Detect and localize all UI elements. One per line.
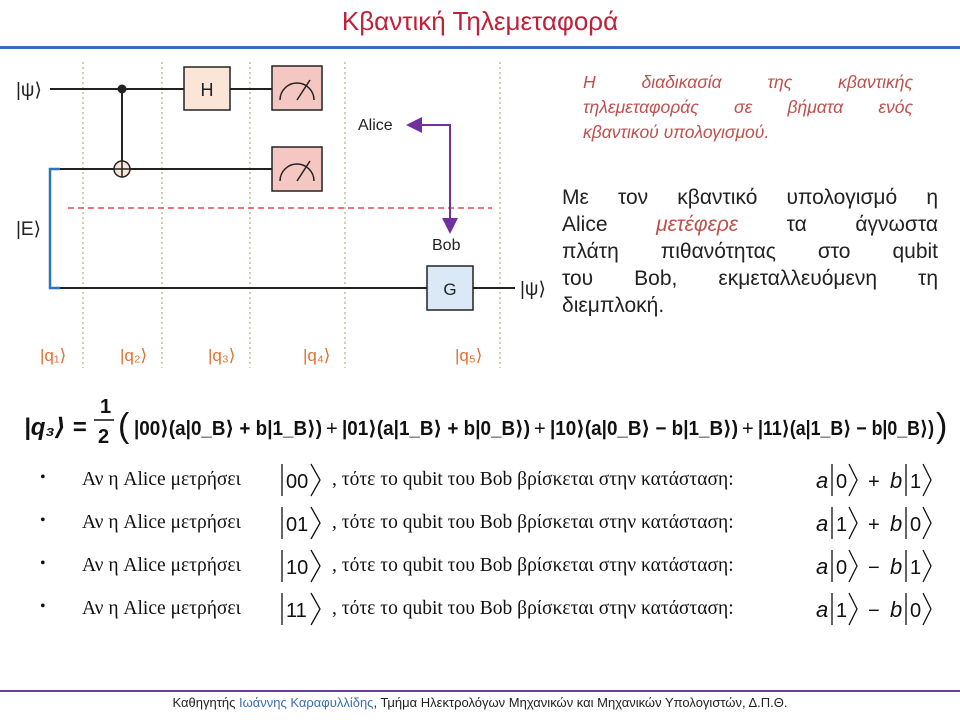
caption-line: Η διαδικασία της κβαντικής xyxy=(583,72,913,92)
psi-input-label: |ψ⟩ xyxy=(16,80,42,101)
emphasis-word: μετέφερε xyxy=(656,213,739,236)
bullet-dot: • xyxy=(40,555,46,572)
paragraph-line: διεμπλοκή. xyxy=(562,294,665,317)
measured-ket: 01 xyxy=(281,506,321,540)
slide-title: Κβαντική Τηλεμεταφορά xyxy=(341,6,619,36)
bob-label: Bob xyxy=(432,237,461,254)
bullet-dot: • xyxy=(40,469,46,486)
g-gate-label: G xyxy=(443,280,456,299)
measured-ket: 11 xyxy=(281,592,321,626)
svg-text:b: b xyxy=(890,468,902,493)
q2-label: |q₂⟩ xyxy=(120,346,147,365)
svg-text:): ) xyxy=(936,407,947,445)
teleportation-circuit: H G Alice Bob |ψ⟩ |E⟩ |ψ⟩ |q₁⟩ |q₂⟩ |q₃⟩… xyxy=(16,62,546,368)
caption-line: κβαντικού υπολογισμού. xyxy=(583,122,770,142)
paragraph-line: πλάτη πιθανότητας στο qubit xyxy=(562,240,938,263)
formula-term: |00⟩(a|0_B⟩ + b|1_B⟩) xyxy=(134,418,322,440)
meter-icon xyxy=(271,146,323,192)
e-state-label: |E⟩ xyxy=(16,219,41,240)
hadamard-gate xyxy=(183,66,231,111)
svg-text:1: 1 xyxy=(836,600,847,622)
bullet-item: • Αν η Alice μετρήσει 00 , τότε το qubit το… xyxy=(40,460,940,500)
svg-text:−: − xyxy=(868,600,880,622)
q1-label: |q₁⟩ xyxy=(40,346,66,365)
svg-text:1: 1 xyxy=(910,557,921,579)
footer-rule xyxy=(0,690,960,692)
svg-text:(: ( xyxy=(118,407,130,445)
bullet-item: • Αν η Alice μετρήσει 11 , τότε το qubit το… xyxy=(40,589,940,629)
caption-line: τηλεμεταφοράς σε βήματα ενός xyxy=(583,97,913,117)
formula-term: |01⟩(a|1_B⟩ + b|0_B⟩) xyxy=(342,418,530,440)
measured-ket: 00 xyxy=(281,463,321,497)
bullet-prefix: Αν η Alice μετρήσει xyxy=(82,469,241,490)
paragraph-line: Alice μετέφερε τα άγνωστα xyxy=(562,213,938,236)
step-dividers xyxy=(82,62,501,368)
svg-text:b: b xyxy=(890,554,902,579)
bullet-suffix: , τότε το qubit του Bob βρίσκεται στην κ… xyxy=(332,598,734,619)
bullet-suffix: , τότε το qubit του Bob βρίσκεται στην κ… xyxy=(332,555,734,576)
paragraph-line: του Bob, εκμεταλλευόμενη τη xyxy=(562,267,938,290)
fraction-numerator: 1 xyxy=(100,396,111,418)
bullet-dot: • xyxy=(40,598,46,615)
footer: Καθηγητής Ιωάννης Καραφυλλίδης, Τμήμα Ηλ… xyxy=(172,695,788,710)
entanglement-bracket xyxy=(48,167,60,290)
bullet-prefix: Αν η Alice μετρήσει xyxy=(82,598,241,619)
svg-text:0: 0 xyxy=(910,600,921,622)
svg-text:0: 0 xyxy=(836,557,847,579)
alice-label: Alice xyxy=(358,117,393,134)
svg-text:+: + xyxy=(534,418,546,440)
alice-arrow xyxy=(406,117,451,229)
q4-label: |q₄⟩ xyxy=(303,346,330,365)
svg-text:a: a xyxy=(816,554,828,579)
svg-text:0: 0 xyxy=(836,471,847,493)
svg-text:b: b xyxy=(890,511,902,536)
circuit-caption: Η διαδικασία της κβαντικής τηλεμεταφοράς… xyxy=(583,70,913,145)
formula-term: |11⟩(a|1_B⟩ − b|0_B⟩) xyxy=(758,418,934,440)
svg-text:+: + xyxy=(742,418,754,440)
q5-label: |q₅⟩ xyxy=(455,346,482,365)
bullet-dot: • xyxy=(40,512,46,529)
paragraph-line: Με τον κβαντικό υπολογισμό η xyxy=(562,186,938,209)
svg-text:b: b xyxy=(890,597,902,622)
svg-text:−: − xyxy=(868,557,880,579)
bullet-suffix: , τότε το qubit του Bob βρίσκεται στην κ… xyxy=(332,512,734,533)
measured-ket: 10 xyxy=(281,549,321,583)
q3-formula: |q₃⟩ = 1 2 ( |00⟩(a|0_B⟩ + b|1_B⟩) + |01… xyxy=(24,396,947,448)
formula-term: |10⟩(a|0_B⟩ − b|1_B⟩) xyxy=(550,418,738,440)
svg-text:+: + xyxy=(326,418,338,440)
bullet-suffix: , τότε το qubit του Bob βρίσκεται στην κ… xyxy=(332,469,734,490)
q3-label: |q₃⟩ xyxy=(208,346,235,365)
svg-text:a: a xyxy=(816,597,828,622)
svg-text:10: 10 xyxy=(286,557,308,579)
explanation-paragraph: Με τον κβαντικό υπολογισμό η Alice μετέφ… xyxy=(562,184,938,319)
svg-text:1: 1 xyxy=(910,471,921,493)
professor-name: Ιωάννης Καραφυλλίδης xyxy=(238,695,374,710)
svg-text:01: 01 xyxy=(286,514,308,536)
svg-text:0: 0 xyxy=(910,514,921,536)
bullet-prefix: Αν η Alice μετρήσει xyxy=(82,555,241,576)
psi-output-label: |ψ⟩ xyxy=(520,279,546,300)
bullet-prefix: Αν η Alice μετρήσει xyxy=(82,512,241,533)
formula-lhs: |q₃⟩ = xyxy=(24,414,86,441)
svg-text:+: + xyxy=(868,514,880,536)
cnot-control-dot xyxy=(117,84,127,94)
title-rule xyxy=(0,46,960,49)
meter-icon xyxy=(271,65,323,111)
svg-text:00: 00 xyxy=(286,471,308,493)
hadamard-label: H xyxy=(201,80,214,100)
g-gate xyxy=(426,265,474,311)
fraction-denominator: 2 xyxy=(98,426,109,448)
svg-text:11: 11 xyxy=(286,600,307,622)
svg-text:a: a xyxy=(816,468,828,493)
svg-text:1: 1 xyxy=(836,514,847,536)
svg-text:a: a xyxy=(816,511,828,536)
svg-text:+: + xyxy=(868,471,880,493)
